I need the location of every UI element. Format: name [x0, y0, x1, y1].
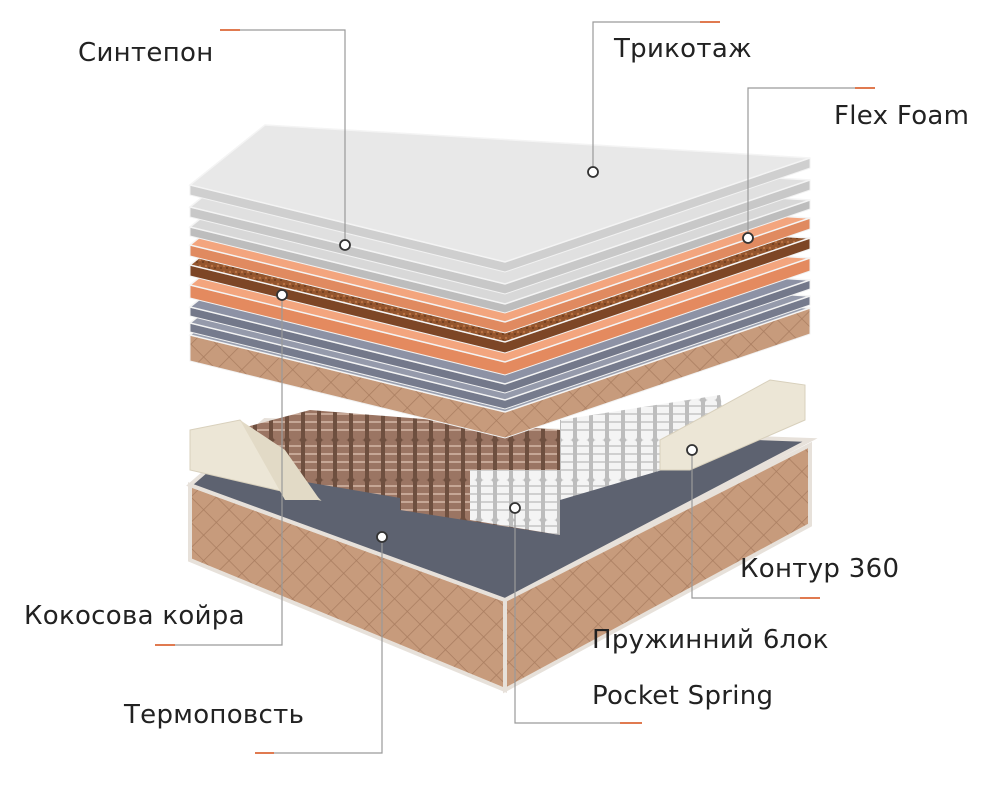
label-thermofelt: Термоповсть	[124, 700, 305, 730]
marker-flex-foam	[742, 232, 754, 244]
label-flex-foam: Flex Foam	[834, 101, 970, 131]
label-sintepon: Синтепон	[78, 38, 214, 68]
comfort-layers	[188, 124, 811, 439]
label-spring-block: Пружинний 6лок	[592, 625, 829, 655]
label-contour: Контур 360	[740, 554, 900, 584]
marker-dots	[276, 166, 754, 543]
marker-thermofelt	[376, 531, 388, 543]
pocket-spring-block	[235, 395, 730, 535]
leader-lines	[155, 21, 875, 754]
label-pocket-spring: Pocket Spring	[592, 681, 774, 711]
marker-spring	[509, 502, 521, 514]
label-coir: Кокосова койра	[24, 601, 245, 631]
marker-trikotazh	[587, 166, 599, 178]
label-trikotazh: Трикотаж	[614, 34, 752, 64]
marker-coir	[276, 289, 288, 301]
marker-contour	[686, 444, 698, 456]
marker-sintepon	[339, 239, 351, 251]
